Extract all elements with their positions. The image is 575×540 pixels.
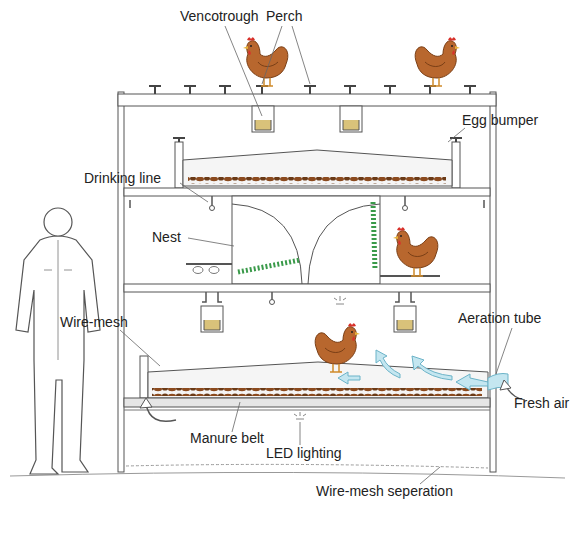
part-label: Perch: [266, 8, 303, 24]
part-label: Manure belt: [190, 430, 264, 446]
hen: [315, 323, 360, 372]
litter: [152, 388, 482, 396]
egg-bumper: [452, 142, 460, 188]
feed: [255, 120, 271, 130]
frame-post: [490, 92, 496, 472]
led-light: [294, 412, 306, 419]
part-label: Egg bumper: [462, 112, 538, 128]
fresh-air-arrow: [500, 380, 511, 390]
vencotrough: [340, 106, 362, 132]
belt-direction-arrow: [140, 398, 152, 408]
top-bar: [118, 94, 496, 106]
part-label: Drinking line: [84, 170, 161, 186]
wire-mesh-tray: [148, 362, 488, 398]
part-label: Wire-mesh seperation: [316, 483, 453, 499]
part-label: Fresh air: [514, 395, 569, 411]
nest-floor: [238, 260, 300, 272]
drinking-line: [271, 292, 273, 300]
shelf: [124, 188, 490, 196]
wire-mesh-separation: [126, 464, 488, 468]
led-light: [334, 296, 346, 304]
air-arrow: [338, 372, 360, 384]
egg: [209, 267, 219, 274]
person-detail: [44, 240, 72, 360]
drinker-nipple: [270, 300, 275, 305]
hen: [393, 227, 438, 276]
vencotrough: [252, 106, 274, 132]
air-arrow: [412, 356, 452, 380]
nest-ledge: [186, 264, 440, 276]
nest-floor: [373, 202, 375, 270]
vencotrough: [394, 306, 416, 332]
hen: [243, 37, 288, 86]
trough-bracket: [202, 292, 415, 302]
nest-curtain: [232, 204, 380, 284]
drinker-nipple: [210, 206, 215, 211]
egg: [193, 267, 203, 274]
shelf: [124, 284, 490, 292]
person-head: [44, 208, 72, 236]
person-figure: [16, 208, 100, 474]
part-label: LED lighting: [266, 445, 342, 461]
perch: [149, 86, 476, 94]
air-arrow: [376, 350, 400, 378]
leader-line: [120, 26, 512, 484]
ground-line: [10, 472, 565, 478]
manure-belt: [124, 398, 490, 407]
part-label: Wire-mesh: [60, 314, 128, 330]
perch: [173, 138, 462, 142]
litter: [188, 177, 446, 184]
tray-side: [140, 356, 148, 398]
part-label: Nest: [152, 229, 181, 245]
air-arrow: [456, 374, 488, 390]
nest-box: [232, 196, 380, 284]
hen: [415, 37, 460, 86]
wire-mesh-tray: [183, 150, 452, 186]
feed: [204, 320, 220, 330]
egg-bumper: [175, 142, 183, 188]
person-body: [16, 236, 100, 474]
drinker-nipple: [403, 206, 408, 211]
vencotrough: [201, 306, 223, 332]
part-label: Vencotrough: [180, 8, 259, 24]
frame-post: [118, 92, 124, 472]
aeration-airflow: [338, 350, 508, 390]
part-label: Aeration tube: [458, 310, 541, 326]
feed: [397, 320, 413, 330]
feed: [343, 120, 359, 130]
wire-mesh-separation: [124, 410, 490, 411]
